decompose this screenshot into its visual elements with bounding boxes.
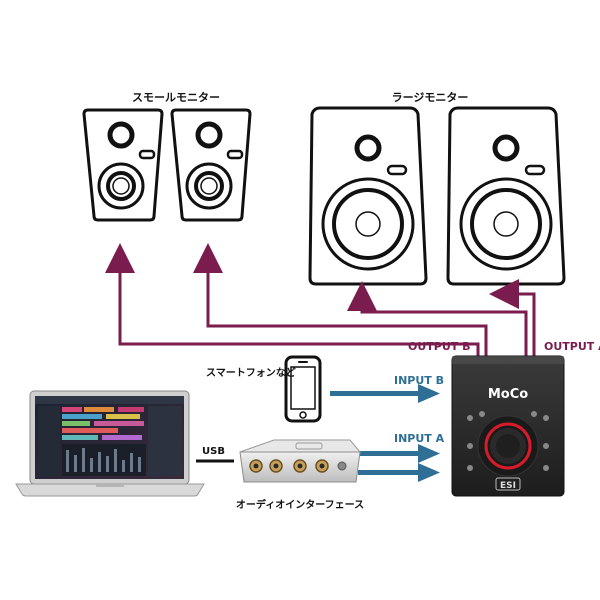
interface-jacks <box>249 459 347 473</box>
laptop-icon <box>15 390 205 497</box>
smartphone-label: スマートフォンなど <box>206 366 296 379</box>
large-monitor-right <box>446 106 566 286</box>
smartphone-icon <box>284 355 322 423</box>
output-a-lines <box>347 279 536 356</box>
studio-monitor-speaker-icon <box>446 106 566 286</box>
large-monitors-label: ラージモニター <box>392 91 469 104</box>
output-a-line-large-left <box>347 281 528 356</box>
controller-logo-text: ESI <box>500 481 516 491</box>
output-b-label: OUTPUT B <box>408 340 471 353</box>
controller-brand: MoCo <box>488 387 528 402</box>
studio-monitor-speaker-icon <box>308 106 428 286</box>
usb-label: USB <box>202 446 225 457</box>
output-b-line-small-right <box>193 243 488 356</box>
large-monitor-left <box>308 106 428 286</box>
input-a-label: INPUT A <box>394 432 445 445</box>
audio-interface <box>239 439 362 483</box>
laptop-screen-daw <box>35 396 184 476</box>
output-b-lines <box>105 243 488 356</box>
laptop <box>15 390 205 497</box>
audio-interface-label: オーディオインターフェース <box>236 498 364 511</box>
small-monitors-label: スモールモニター <box>132 91 220 104</box>
small-monitor-left <box>82 108 164 222</box>
smartphone <box>284 355 322 423</box>
input-b-arrow <box>330 384 440 403</box>
output-a-line-large-right <box>489 279 536 356</box>
controller-logo: ESI <box>495 477 521 491</box>
small-monitor-right <box>170 108 252 222</box>
controller-buttons <box>467 411 549 471</box>
input-b-label: INPUT B <box>394 374 444 387</box>
studio-monitor-speaker-icon <box>170 108 252 222</box>
input-a-arrow-1 <box>358 444 440 463</box>
monitor-controller-icon: MoCo ESI <box>451 355 565 497</box>
audio-interface-box-icon <box>239 439 362 483</box>
studio-monitor-speaker-icon <box>82 108 164 222</box>
input-a-arrow-2 <box>358 463 440 482</box>
output-b-line-small-left <box>105 243 480 356</box>
output-a-label: OUTPUT A <box>544 340 600 353</box>
moco-controller: MoCo ESI <box>451 355 565 497</box>
